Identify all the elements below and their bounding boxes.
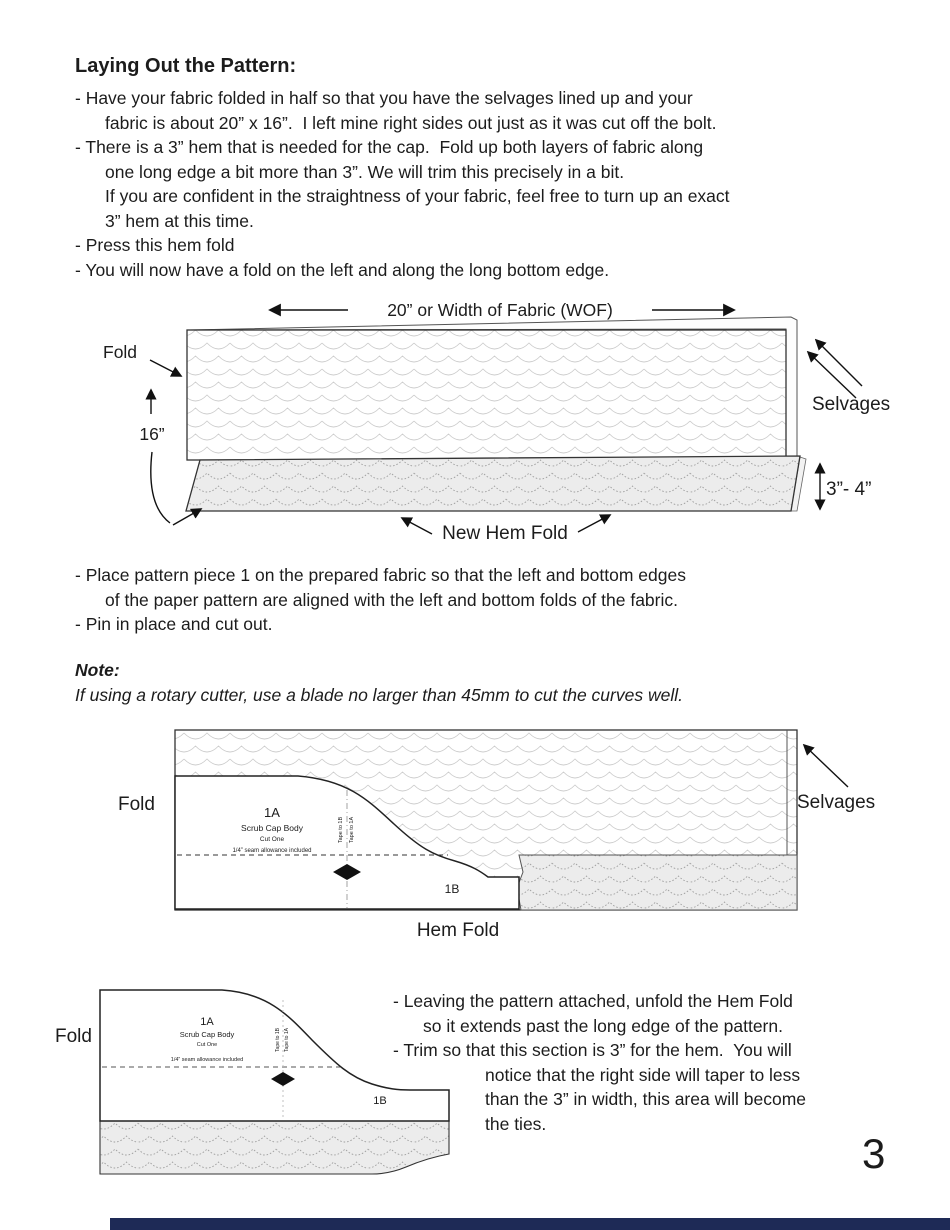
height-arrow-hook — [172, 508, 203, 526]
instruction-line: - Press this hem fold — [75, 235, 235, 255]
instruction-line: notice that the right side will taper to… — [485, 1064, 801, 1085]
piece-name-label: Scrub Cap Body — [241, 823, 304, 833]
instruction-line: fabric is about 20” x 16”. I left mine r… — [105, 112, 717, 133]
grainline-diamond — [333, 864, 361, 880]
piece-1a-label: 1A — [264, 805, 280, 820]
new-hem-fold-arrow-right — [577, 514, 612, 533]
unfolded-hem-texture — [99, 1120, 450, 1175]
note-body: If using a rotary cutter, use a blade no… — [75, 685, 683, 705]
note-heading: Note: — [75, 660, 120, 680]
width-of-fabric-label: 20” or Width of Fabric (WOF) — [387, 300, 613, 320]
instruction-line: - Leaving the pattern attached, unfold t… — [393, 991, 793, 1011]
note-block: Note: If using a rotary cutter, use a bl… — [75, 658, 683, 708]
tape-to-1b-label: Tape to 1B — [338, 817, 344, 844]
fold-label: Fold — [118, 794, 155, 815]
instruction-line: 3” hem at this time. — [105, 210, 254, 231]
trim-instructions-list: - Leaving the pattern attached, unfold t… — [393, 989, 806, 1136]
instruction-line: - There is a 3” hem that is needed for t… — [75, 137, 704, 157]
selvages-arrow-2 — [806, 350, 857, 399]
height-arrow-curve — [150, 451, 171, 524]
fabric-height-label: 16” — [139, 424, 164, 444]
hem-depth-label: 3”- 4” — [826, 479, 871, 500]
cut-one-label: Cut One — [197, 1042, 217, 1048]
instruction-line: one long edge a bit more than 3”. We wil… — [105, 161, 625, 182]
folded-fabric-diagram: 20” or Width of Fabric (WOF) Fold 16” Se… — [103, 300, 890, 544]
page-title: Laying Out the Pattern: — [75, 55, 297, 77]
instruction-line: If you are confident in the straightness… — [105, 186, 730, 206]
piece-1b-label: 1B — [373, 1095, 386, 1107]
tape-to-1b-label: Tape to 1B — [275, 1027, 281, 1052]
instruction-line: - Pin in place and cut out. — [75, 614, 273, 634]
seam-allowance-label: 1/4” seam allowance included — [171, 1057, 243, 1063]
pattern-piece-outline — [99, 989, 450, 1122]
instruction-line: - Trim so that this section is 3” for th… — [393, 1040, 792, 1060]
instruction-line: the ties. — [485, 1113, 547, 1134]
instruction-line: - Place pattern piece 1 on the prepared … — [75, 565, 686, 585]
hem-unfolded-diagram: 1A Scrub Cap Body Cut One 1/4” seam allo… — [55, 989, 450, 1175]
cut-one-label: Cut One — [260, 836, 285, 843]
fold-arrow — [149, 359, 183, 377]
instruction-line: so it extends past the long edge of the … — [423, 1015, 783, 1036]
hem-fold-label: Hem Fold — [417, 920, 499, 941]
selvages-arrow-1 — [814, 338, 863, 387]
instruction-line: - You will now have a fold on the left a… — [75, 259, 610, 280]
fold-label: Fold — [103, 342, 137, 362]
new-hem-fold-arrow-left — [400, 517, 433, 535]
placement-instructions-list: - Place pattern piece 1 on the prepared … — [75, 563, 686, 637]
selvages-label: Selvages — [812, 394, 890, 415]
piece-name-label: Scrub Cap Body — [180, 1030, 235, 1039]
hem-fold-strip-texture — [185, 455, 801, 512]
tape-to-1a-label: Tape to 1A — [349, 817, 355, 844]
selvages-label: Selvages — [797, 792, 875, 813]
tape-to-1a-label: Tape to 1A — [284, 1027, 290, 1052]
seam-allowance-label: 1/4” seam allowance included — [232, 848, 311, 854]
piece-1b-label: 1B — [445, 882, 460, 896]
new-hem-fold-label: New Hem Fold — [442, 523, 568, 544]
instruction-line: - Have your fabric folded in half so tha… — [75, 88, 693, 108]
fabric-top-layer-texture — [186, 329, 787, 461]
piece-1a-label: 1A — [200, 1016, 214, 1028]
pattern-on-fabric-diagram: 1A Scrub Cap Body Cut One 1/4” seam allo… — [118, 729, 875, 941]
instruction-line: of the paper pattern are aligned with th… — [105, 589, 678, 610]
footer-accent-bar — [110, 1218, 950, 1230]
fold-label: Fold — [55, 1026, 92, 1047]
grainline-diamond — [271, 1072, 295, 1086]
page-number: 3 — [862, 1130, 886, 1177]
hem-area-texture — [516, 854, 798, 911]
selvages-arrow — [802, 743, 849, 788]
layout-instructions-list: - Have your fabric folded in half so tha… — [75, 86, 730, 282]
instruction-line: than the 3” in width, this area will bec… — [485, 1089, 806, 1109]
